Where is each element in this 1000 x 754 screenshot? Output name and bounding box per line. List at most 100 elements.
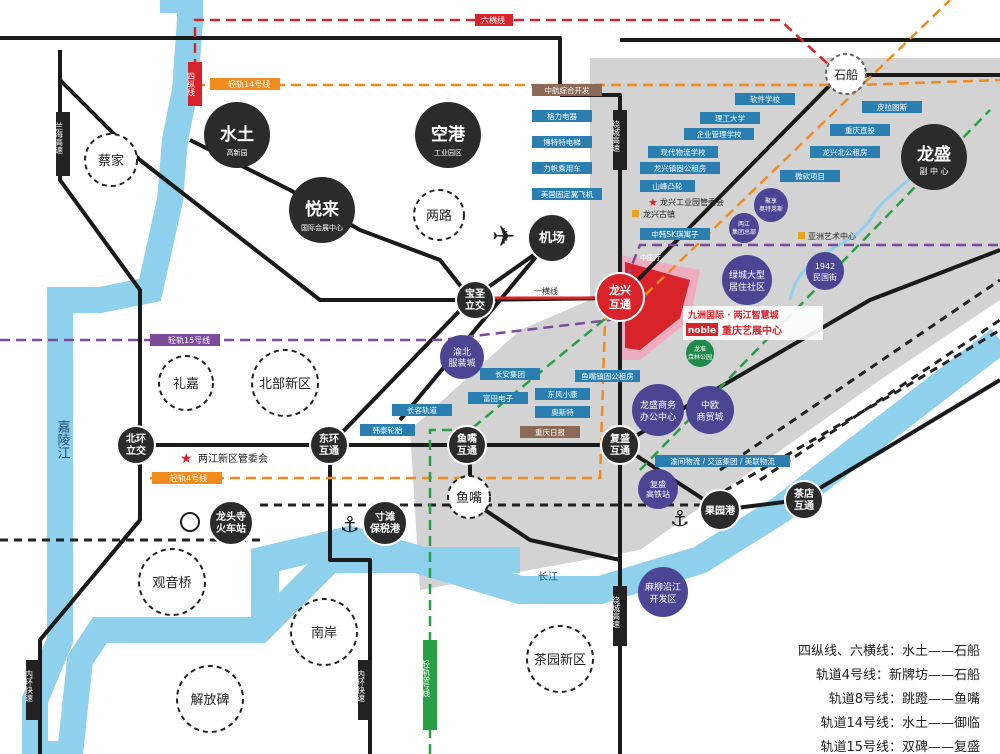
project-line1: 九洲国际 · 两江智慧城 [687, 309, 779, 321]
tag-l14: 轻轨14号线 [228, 79, 270, 89]
poi-badge-label: 美国固定翼飞机 [541, 189, 594, 199]
poi-badge-label: 龙兴镇固公租房 [654, 163, 707, 173]
node-fusheng-1: 复盛 [609, 432, 630, 445]
project-brand: noble [688, 326, 716, 336]
poi-badge-label: 重庆直投 [845, 125, 875, 135]
star-icon: ★ [648, 196, 658, 209]
poi-badge [810, 146, 880, 158]
poi-maliu-2: 开发区 [649, 593, 676, 605]
area-beibu: 北部新区 [259, 376, 311, 392]
legend-line-5: 轨道15号线：双碑——复盛 [820, 739, 980, 754]
purple-circles [440, 188, 844, 617]
area-guanyinqiao: 观音桥 [152, 575, 191, 591]
tag-l4: 轻轨4号线 [170, 473, 207, 483]
district-yuelai-title: 悦来 [305, 199, 340, 220]
project-line2: 重庆艺展中心 [722, 324, 782, 337]
node-yuzui-2: 互通 [457, 445, 477, 457]
interchange-nodes [116, 213, 824, 546]
poi-badge [684, 128, 754, 140]
node-yuzui-1: 鱼嘴 [457, 432, 477, 445]
area-nanan: 南岸 [311, 625, 337, 641]
rail-line-tags: 六横线 四纵线 轻轨14号线 轻轨15号线 轻轨4号线 轻轨8号线 [150, 14, 513, 730]
poi-badge [535, 388, 590, 400]
poi-maliu-1: 麻柳沿江 [645, 581, 681, 593]
node-baosheng-2: 立交 [465, 299, 485, 312]
airplane-icon: ✈ [492, 220, 515, 253]
poi-badge-label: 现代物流学校 [661, 147, 706, 157]
poi-badge-label: 渝间物流 / 交运集团 / 美联物流 [670, 456, 775, 466]
poi-badge-label: 力帆乘用车 [543, 163, 581, 173]
poi-lvcheng-2: 居住社区 [729, 281, 765, 293]
tag-l8: 轻轨8号线 [422, 659, 431, 697]
river-jialing: 嘉陵江 [55, 420, 71, 459]
poi-badge-label: 富田电子 [483, 393, 513, 403]
poi-badge [532, 84, 602, 96]
legend-line-2: 轨道4号线：新牌坊——石船 [816, 667, 980, 683]
river-changjiang: 长江 [538, 571, 558, 583]
district-shuitu-title: 水土 [220, 124, 254, 145]
poi-badge-label: 理工大学 [715, 113, 745, 123]
area-lianglu: 两路 [426, 208, 452, 224]
tag-liuheng: 六横线 [481, 15, 505, 25]
poi-badge-label: 山峰凸轮 [653, 181, 683, 191]
poi-1942-1: 1942 [815, 262, 835, 271]
yangtze-river [251, 328, 1000, 620]
poi-park-2: 森林公园 [688, 353, 712, 361]
legend-line-3: 轨道8号线：跳蹬——鱼嘴 [829, 691, 980, 707]
dashed-areas [84, 133, 594, 733]
poi-badge [532, 188, 602, 200]
poi-liangjiang-2: 集团总部 [732, 228, 756, 236]
poi-badge-label: 鱼嘴镇固公租房 [581, 371, 634, 381]
line-8 [428, 289, 641, 754]
legend: 四纵线、六横线：水土——石船 轨道4号线：新牌坊——石船 轨道8号线：跳蹬——鱼… [798, 644, 980, 754]
poi-fusheng-rail-2: 高铁站 [646, 489, 670, 499]
tag-raocheng2: 绕城高速 [612, 595, 621, 629]
teal-badges: 中航综合开发格力电器博特特电梯力帆乘用车美国固定翼飞机软件学校理工大学企业管理学… [360, 84, 922, 467]
shichuan-node [825, 53, 867, 95]
square-icon [632, 210, 639, 217]
poi-longsheng-biz-1: 龙盛商务 [640, 399, 676, 411]
tag-sizong: 四纵线 [187, 72, 196, 96]
poi-yubei-2: 服装城 [448, 357, 475, 369]
poi-badge [392, 404, 452, 416]
yangtze-lower [430, 600, 500, 754]
node-cuntan-1: 寸滩 [375, 510, 395, 523]
node-longxing-2: 互通 [609, 298, 631, 311]
square-icon [798, 232, 805, 239]
node-longxing-1: 龙兴 [608, 283, 631, 297]
node-guoyuangang: 果园港 [704, 504, 736, 517]
district-konggang-title: 空港 [431, 124, 466, 145]
node-shichuan: 石船 [834, 68, 858, 82]
poi-badge [640, 162, 720, 174]
node-chadian-2: 互通 [794, 500, 814, 512]
expressway-tags: 兰海高速 绕城高速 绕城高速 内环快速 内环快速 [25, 110, 627, 720]
poi-badge-label: 格力电器 [547, 111, 577, 121]
line-4 [150, 0, 951, 480]
poi-badge [535, 406, 590, 418]
node-longtousi-2: 火车站 [216, 522, 246, 535]
line-15 [0, 243, 1000, 342]
poi-badge-label: 龙兴北公租房 [823, 147, 868, 157]
lake-stream [788, 158, 932, 301]
poi-badge-label: 长安集团 [495, 369, 525, 379]
poi-badge-label: 皮拉图斯 [877, 102, 907, 112]
poi-longsheng-biz-2: 办公中心 [640, 411, 676, 423]
node-longtousi-1: 龙头寺 [215, 510, 246, 523]
poi-badge [700, 112, 760, 124]
district-circles [204, 102, 967, 243]
poi-zhongou-2: 商贸城 [696, 411, 723, 423]
legend-line-4: 轨道14号线：水土——御临 [820, 716, 980, 731]
poi-badge-label: 企业管理学校 [697, 129, 742, 139]
poi-lvcheng-1: 绿城大型 [729, 269, 765, 281]
poi-badge [575, 370, 640, 382]
district-konggang-sub: 工业园区 [434, 148, 462, 157]
poi-badge [640, 180, 695, 192]
node-fusheng-2: 互通 [610, 445, 630, 457]
area-jiefangbei: 解放碑 [190, 692, 229, 708]
poi-badge [520, 426, 580, 438]
star-icon: ★ [180, 451, 193, 467]
poi-badge-label: 博特特电梯 [543, 137, 581, 147]
poi-badge [830, 124, 890, 136]
poi-juxiang-1: 聚享 [765, 197, 777, 205]
poi-badge-label: 微软项目 [795, 171, 825, 181]
